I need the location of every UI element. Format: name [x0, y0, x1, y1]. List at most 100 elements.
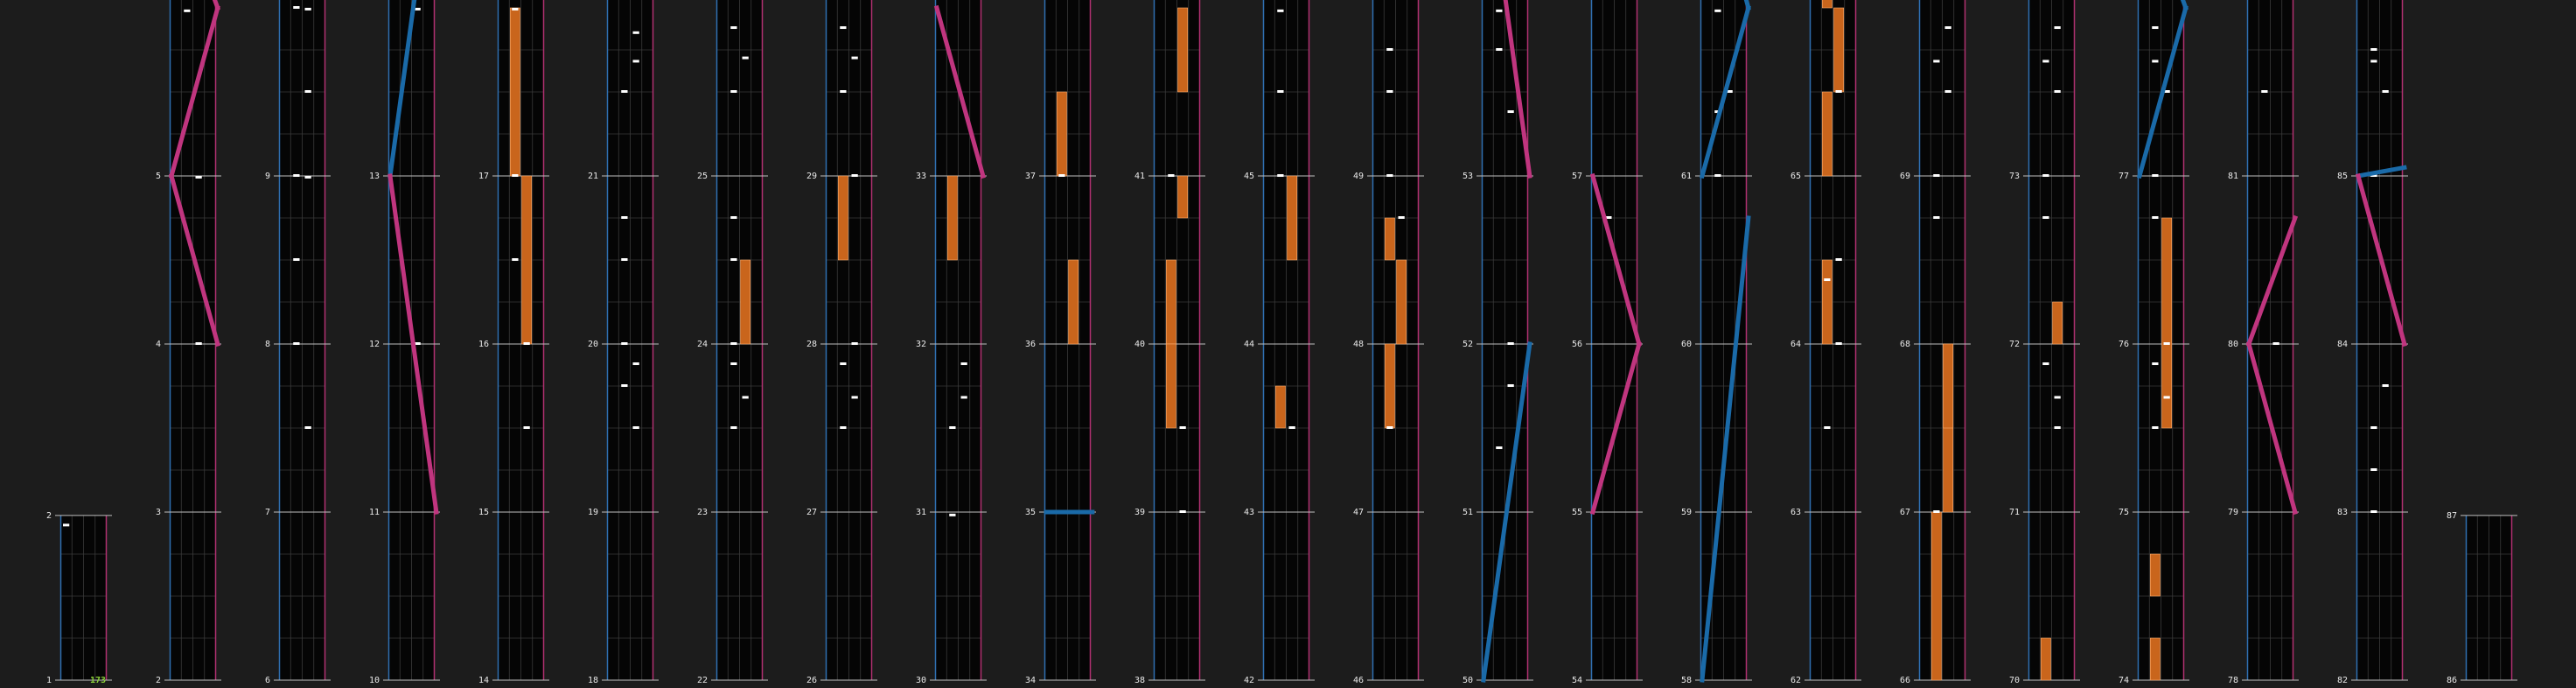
tap-note	[632, 426, 639, 429]
tap-note	[1288, 426, 1295, 429]
tap-note	[2152, 362, 2159, 366]
measure-number: 2	[156, 676, 161, 685]
hold-note	[2052, 301, 2063, 345]
tap-note	[1386, 48, 1393, 51]
measure-number: 59	[1681, 508, 1692, 517]
hold-note	[1177, 175, 1189, 219]
tap-note	[1714, 9, 1721, 12]
combo-count: 173	[90, 676, 106, 685]
tap-note	[2370, 510, 2377, 513]
measure-number: 54	[1572, 676, 1582, 685]
slide-path	[1481, 341, 1532, 683]
tap-note	[523, 426, 530, 429]
slide-path	[2245, 214, 2299, 348]
tap-note	[1824, 426, 1831, 429]
tap-note	[2261, 90, 2268, 93]
measure-number: 18	[588, 676, 598, 685]
measure-number: 85	[2337, 172, 2348, 181]
tap-note	[1386, 174, 1393, 177]
tap-note	[2054, 396, 2061, 399]
slide-path	[1700, 215, 1751, 683]
hold-note	[1821, 91, 1833, 177]
slide-path	[387, 173, 439, 515]
slide-path	[933, 4, 986, 179]
slide-path	[2355, 172, 2407, 348]
hold-note	[1821, 0, 1833, 9]
tap-note	[2272, 342, 2279, 345]
tap-note	[293, 6, 300, 9]
measure-number: 52	[1463, 340, 1473, 349]
tap-note	[960, 362, 967, 366]
tap-note	[414, 342, 421, 345]
measure-number: 40	[1134, 340, 1145, 349]
tap-note	[2370, 48, 2377, 51]
tap-note	[632, 31, 639, 34]
measure-number: 7	[265, 508, 270, 517]
tap-note	[1386, 90, 1393, 93]
measure-number: 50	[1463, 676, 1473, 685]
tap-note	[1058, 174, 1065, 177]
hold-note	[946, 175, 958, 261]
slide-path	[1503, 0, 1532, 179]
tap-note	[1714, 174, 1721, 177]
tap-note	[2152, 426, 2159, 429]
hold-note	[837, 175, 848, 261]
measure-number: 72	[2009, 340, 2020, 349]
hold-note	[1165, 259, 1176, 345]
tap-note	[1398, 216, 1405, 219]
measure-number: 9	[265, 172, 270, 181]
tap-note	[2370, 426, 2377, 429]
measure-number: 15	[478, 508, 489, 517]
tap-note	[2042, 60, 2049, 63]
tap-note	[1168, 174, 1175, 177]
hold-note	[2040, 637, 2051, 681]
hold-note	[1274, 385, 1286, 429]
slide-path	[2356, 165, 2407, 179]
tap-note	[949, 426, 956, 429]
tap-note	[949, 513, 956, 516]
tap-note	[851, 56, 858, 60]
tap-note	[742, 56, 749, 60]
hold-note	[521, 175, 533, 345]
slide-path	[168, 4, 220, 179]
tap-note	[414, 7, 421, 11]
measure-number: 5	[156, 172, 161, 181]
measure-number: 6	[265, 676, 270, 685]
tap-note	[851, 174, 858, 177]
measure-number: 41	[1134, 172, 1145, 181]
measure-number: 51	[1463, 508, 1473, 517]
hold-note	[1177, 7, 1189, 93]
tap-note	[851, 342, 858, 345]
measure-number: 44	[1244, 340, 1254, 349]
tap-note	[2370, 60, 2377, 63]
measure-number: 65	[1791, 172, 1801, 181]
measure-number: 25	[697, 172, 708, 181]
measure-number: 76	[2119, 340, 2129, 349]
measure-number: 8	[265, 340, 270, 349]
measure-number: 45	[1244, 172, 1254, 181]
measure-number: 61	[1681, 172, 1692, 181]
slide-path	[2245, 340, 2298, 516]
tap-note	[1933, 60, 1940, 63]
slide-path	[1589, 340, 1642, 516]
tap-note	[1726, 90, 1733, 93]
hold-note	[1287, 175, 1298, 261]
tap-note	[2054, 26, 2061, 30]
measure-number: 30	[916, 676, 926, 685]
measure-number: 2	[46, 511, 52, 521]
measure-number: 83	[2337, 508, 2348, 517]
tap-note	[1277, 90, 1284, 93]
measure-number: 39	[1134, 508, 1145, 517]
tap-note	[840, 426, 847, 429]
tap-note	[1605, 216, 1612, 219]
measure-number: 80	[2228, 340, 2238, 349]
measure-number: 53	[1463, 172, 1473, 181]
slide-path	[2136, 4, 2189, 179]
measure-number: 73	[2009, 172, 2020, 181]
measure-number: 19	[588, 508, 598, 517]
tap-note	[1496, 48, 1503, 51]
measure-number: 49	[1353, 172, 1364, 181]
tap-note	[730, 342, 737, 345]
measure-number: 84	[2337, 340, 2348, 349]
